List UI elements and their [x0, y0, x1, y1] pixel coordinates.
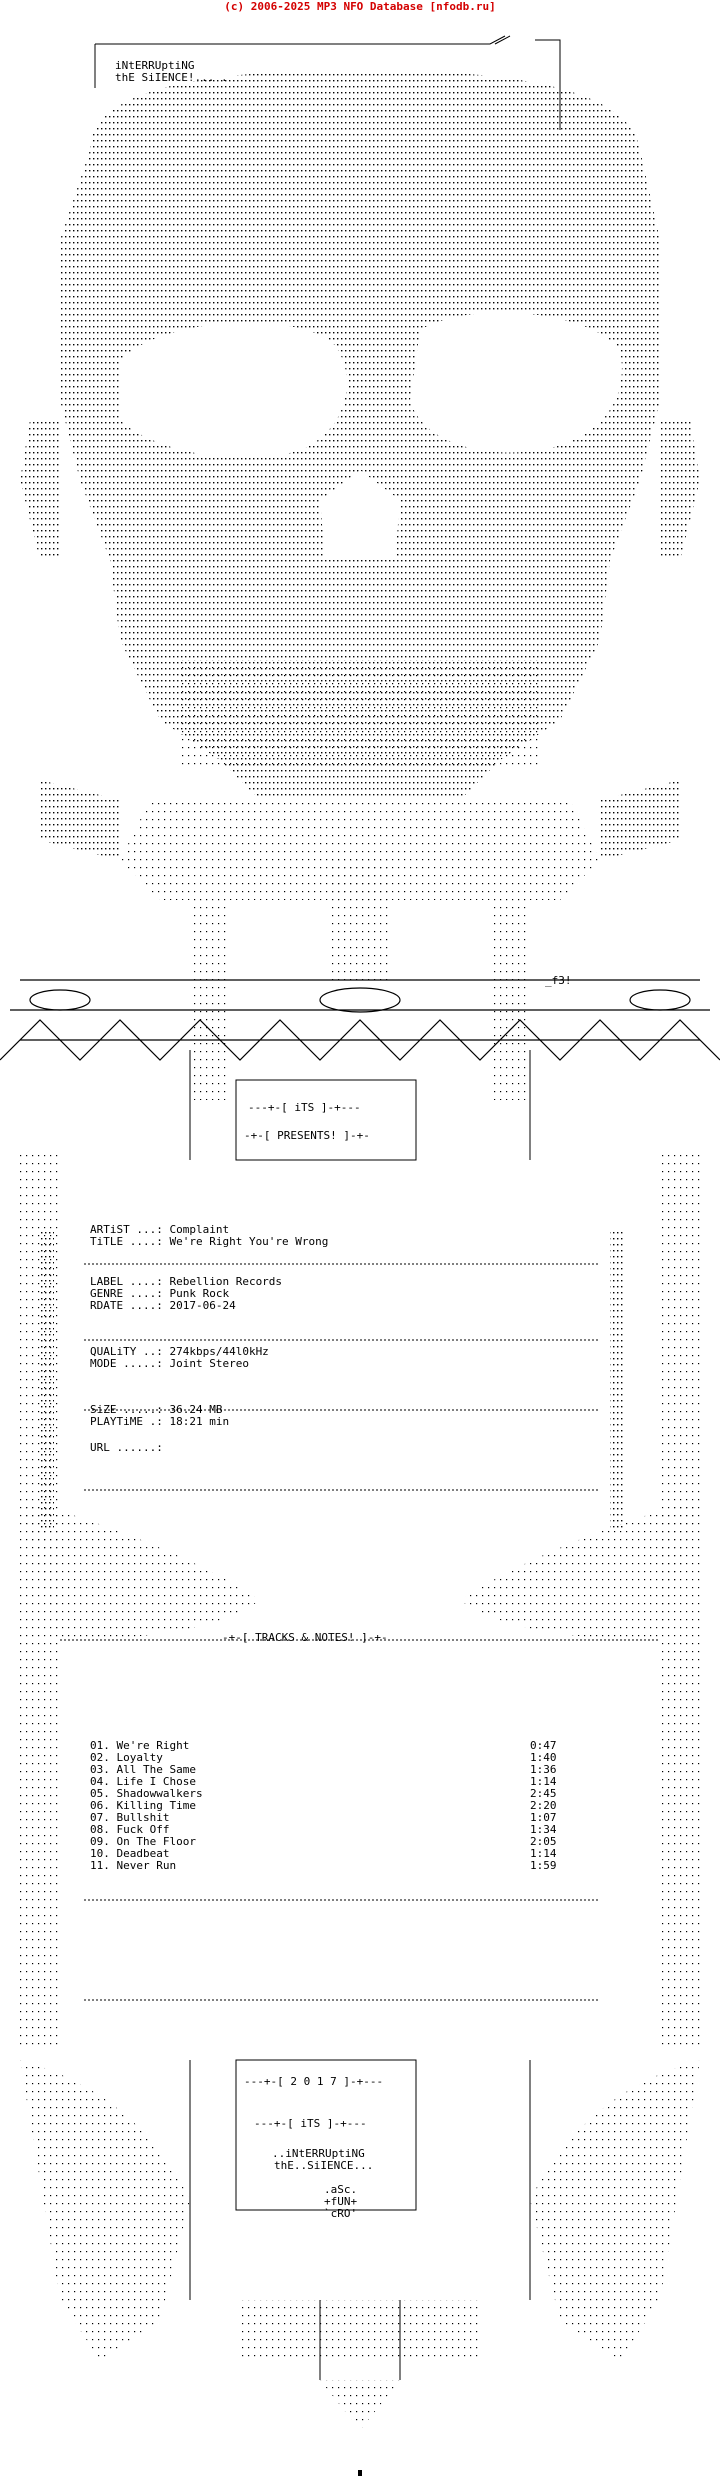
presents-line-2: -+-[ PRESENTS! ]-+- [244, 1129, 370, 1142]
header-line-1: iNtERRUptiNG [115, 59, 195, 72]
track-time-9: 2:05 [530, 1835, 557, 1848]
footer-year: ---+-[ 2 0 1 7 ]-+--- [244, 2075, 384, 2088]
track-name-8: 08. Fuck Off [90, 1823, 170, 1836]
track-name-11: 11. Never Run [90, 1859, 177, 1872]
footer-sig-3: `cRO' [324, 2207, 358, 2220]
header-line-2: thE SiIENCE!... . [115, 71, 228, 84]
info-label: LABEL ....: Rebellion Records [90, 1275, 283, 1288]
presents-line-1: ---+-[ iTS ]-+--- [248, 1101, 361, 1114]
track-time-2: 1:40 [530, 1751, 557, 1764]
footer-crew-line-1: ..iNtERRUptiNG [272, 2147, 365, 2160]
info-mode: MODE .....: Joint Stereo [90, 1357, 249, 1370]
artist-signature: _f3! [545, 974, 572, 987]
track-time-3: 1:36 [530, 1763, 557, 1776]
track-time-8: 1:34 [530, 1823, 557, 1836]
info-url: URL ......: [90, 1441, 163, 1454]
track-name-2: 02. Loyalty [90, 1751, 163, 1764]
copyright-banner: (c) 2006-2025 MP3 NFO Database [nfodb.ru… [224, 0, 496, 13]
track-time-6: 2:20 [530, 1799, 557, 1812]
track-time-4: 1:14 [530, 1775, 557, 1788]
info-quality: QUALiTY ..: 274kbps/44l0kHz [90, 1345, 269, 1358]
track-time-1: 0:47 [530, 1739, 557, 1752]
footer-sig-1: .aSc. [324, 2183, 358, 2196]
footer-crew-line-2: thE..SiIENCE... [274, 2159, 374, 2172]
info-size: SiZE .....: 36.24 MB [90, 1403, 223, 1416]
track-name-7: 07. Bullshit [90, 1811, 170, 1824]
info-rdate: RDATE ....: 2017-06-24 [90, 1299, 236, 1312]
footer-its: ---+-[ iTS ]-+--- [254, 2117, 367, 2130]
track-time-11: 1:59 [530, 1859, 557, 1872]
track-name-5: 05. Shadowwalkers [90, 1787, 203, 1800]
info-title: TiTLE ....: We're Right You're Wrong [90, 1235, 329, 1248]
track-time-10: 1:14 [530, 1847, 557, 1860]
info-artist: ARTiST ...: Complaint [90, 1223, 230, 1236]
track-name-1: 01. We're Right [90, 1739, 190, 1752]
info-genre: GENRE ....: Punk Rock [90, 1287, 230, 1300]
track-time-5: 2:45 [530, 1787, 557, 1800]
footer-sig-2: +fUN+ [324, 2195, 358, 2208]
track-name-3: 03. All The Same [90, 1763, 196, 1776]
track-name-6: 06. Killing Time [90, 1799, 196, 1812]
info-playtime: PLAYTiME .: 18:21 min [90, 1415, 230, 1428]
track-name-9: 09. On The Floor [90, 1835, 196, 1848]
track-time-7: 1:07 [530, 1811, 557, 1824]
track-name-4: 04. Life I Chose [90, 1775, 196, 1788]
tracks-notes-header: -+-[ TRACKS & NOTES! ]-+- [222, 1631, 388, 1644]
track-name-10: 10. Deadbeat [90, 1847, 170, 1860]
